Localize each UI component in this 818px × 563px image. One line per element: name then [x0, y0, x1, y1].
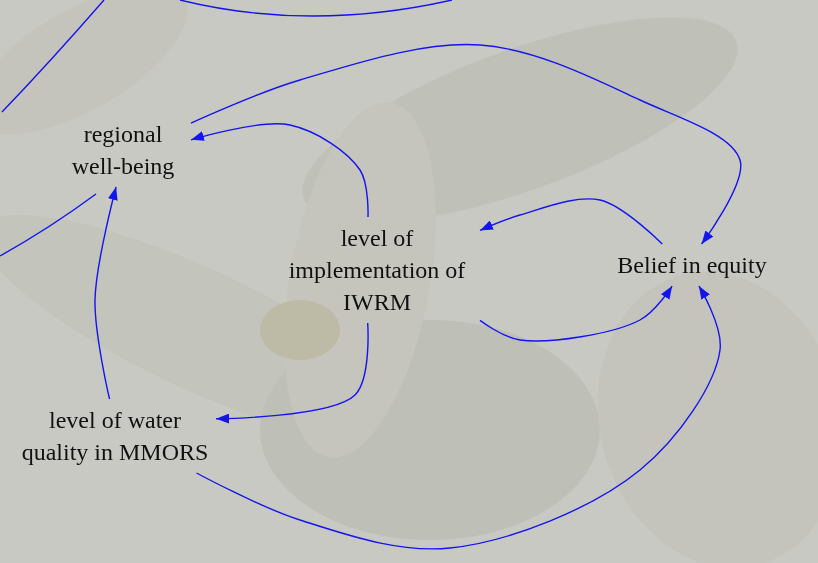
- variable-node: level of water quality in MMORS: [17, 402, 213, 470]
- causal-link: [191, 45, 741, 244]
- offscreen-link: [180, 0, 452, 16]
- offscreen-link: [2, 0, 104, 112]
- offscreen-connectors: [0, 0, 452, 256]
- variable-node: Belief in equity: [613, 247, 770, 283]
- variable-label: Belief in equity: [617, 249, 766, 281]
- causal-link: [216, 323, 368, 419]
- variable-label: level of water quality in MMORS: [21, 404, 209, 468]
- offscreen-link: [0, 194, 96, 256]
- fish-shape: [565, 244, 818, 563]
- variable-node: level of implementation of IWRM: [277, 220, 477, 320]
- causal-link: [95, 187, 116, 399]
- causal-link: [480, 286, 672, 341]
- causal-link: [480, 199, 662, 244]
- causal-link: [191, 124, 368, 217]
- causal-link: [196, 286, 720, 549]
- variable-label: regional well-being: [62, 118, 184, 182]
- variable-node: regional well-being: [58, 116, 188, 184]
- variable-label: level of implementation of IWRM: [281, 222, 473, 318]
- fish-eye: [260, 300, 340, 360]
